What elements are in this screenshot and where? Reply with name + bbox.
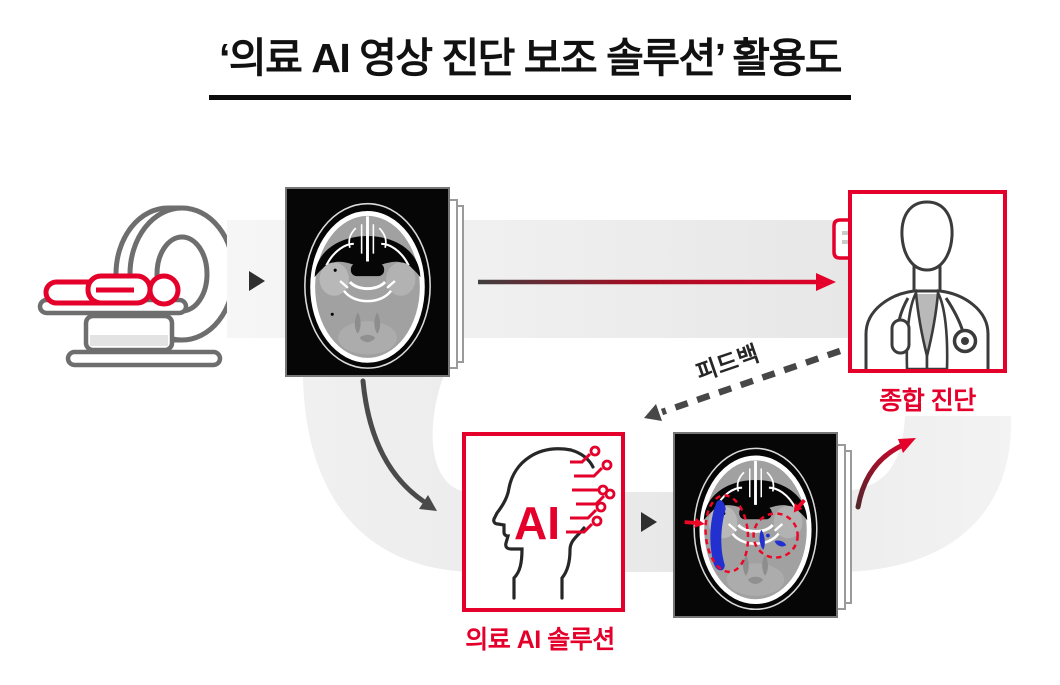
patient-icon (43, 273, 181, 307)
triangle-arrow-icon-2 (641, 512, 657, 532)
arrow-ct-to-ai (360, 378, 437, 511)
ct-scanner-icon (37, 205, 237, 368)
feedback-label: 피드백 (692, 340, 763, 386)
ai-head-icon: AI (492, 445, 616, 600)
title-area: ‘의료 AI 영상 진단 보조 솔루션’ 활용도 (0, 24, 1060, 100)
arrow-ai-result-to-doctor (855, 438, 916, 510)
page-title: ‘의료 AI 영상 진단 보조 솔루션’ 활용도 (209, 24, 851, 100)
brain-ct-annotated-slice (673, 432, 838, 618)
brain-ct-slice (285, 187, 450, 377)
doctor-label: 종합 진단 (879, 387, 976, 415)
ai-label: 의료 AI 솔루션 (465, 626, 615, 654)
ai-text: AI (514, 497, 560, 549)
brain-ct-image (285, 187, 465, 377)
doctor-panel (848, 190, 1007, 373)
triangle-arrow-icon-1 (249, 271, 265, 291)
doctor-step (832, 190, 1007, 373)
brain-ct-annotated-image (673, 432, 853, 618)
ai-panel: AI (462, 432, 625, 612)
doctor-icon (864, 200, 990, 369)
arrow-ct-to-doctor (478, 273, 836, 291)
